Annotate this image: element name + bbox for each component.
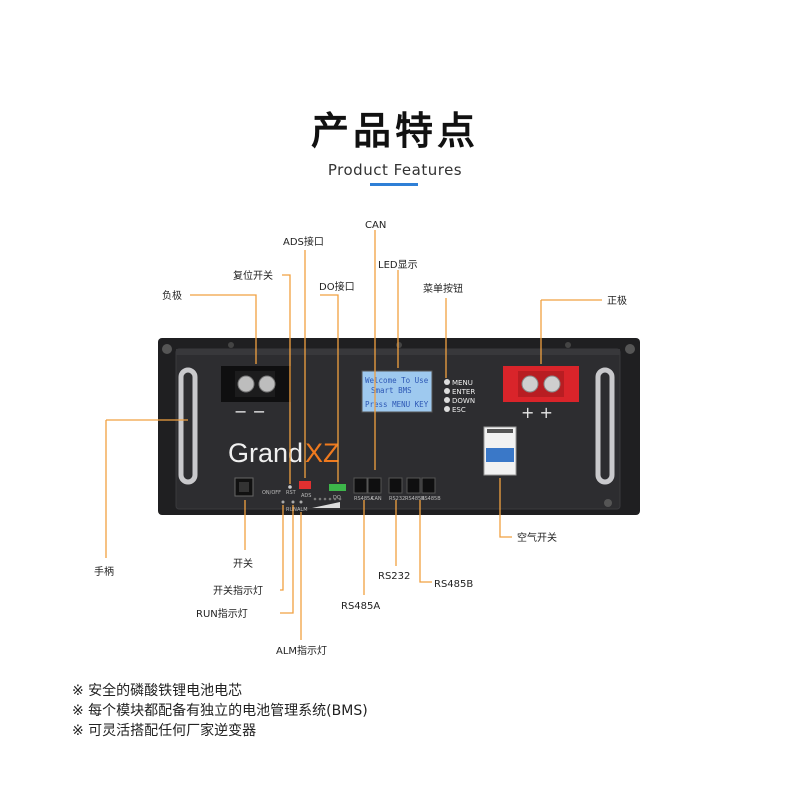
diagram-shape [318,497,322,501]
rs485a-port [353,477,368,494]
callout-breaker: 空气开关 [517,531,557,544]
lcd-line-1: Welcome To Use [365,376,429,385]
alm-label: ALM [297,507,308,513]
down-button-label: DOWN [452,397,475,405]
callout-negative: 负极 [162,289,182,302]
feature-item: ※ 可灵活搭配任何厂家逆变器 [72,723,257,739]
reset-button-icon [288,485,292,489]
bolt-icon [521,375,539,393]
menu-button-icon [444,379,450,385]
callout-lines [105,230,602,640]
run-led-icon [291,500,295,504]
rs485b-port-1 [406,477,421,494]
diagram-shape [338,497,342,501]
screw-icon [565,342,571,348]
brand-logo-part2: XZ [305,438,340,468]
diagram-shape [419,500,432,583]
callout-positive: 正极 [607,294,627,307]
diagram-shape [499,478,512,538]
rs232-port-label: RS232 [389,496,405,502]
callout-ads: ADS接口 [283,235,324,248]
callout-run-led: RUN指示灯 [196,607,248,620]
diagram-shape [282,274,291,484]
callout-menu: 菜单按钮 [423,282,463,295]
diagram-shape [320,294,339,482]
esc-button-label: ESC [452,406,466,414]
switch-led-icon [281,500,285,504]
feature-item: ※ 安全的磷酸铁锂电池电芯 [72,683,243,699]
callout-switch-led: 开关指示灯 [213,584,263,597]
ads-dip-switch [299,481,311,489]
enter-button-icon [444,388,450,394]
rs485b-port-2 [421,477,436,494]
page-title: 产品特点 [310,109,479,153]
rs485b-port-label-1: RS485B [405,496,425,502]
onoff-label: ON/OFF [262,490,281,496]
mount-hole-icon [625,344,635,354]
feature-list: ※ 安全的磷酸铁锂电池电芯 ※ 每个模块都配备有独立的电池管理系统(BMS) ※… [72,681,368,741]
brand-logo-part1: Grand [228,438,303,468]
menu-buttons: MENU ENTER DOWN ESC [444,379,475,414]
rs485a-port-label: RS485A [354,496,374,502]
negative-sign: − − [234,402,266,421]
callout-rs485a: RS485A [341,601,380,612]
lcd-screen [361,370,433,413]
diagram-shape [487,429,513,433]
ground-screw-icon [604,499,612,507]
screw-icon [228,342,234,348]
right-handle [595,367,615,485]
callout-rs485b: RS485B [434,579,473,590]
positive-sign: + + [521,403,553,422]
feature-item: ※ 每个模块都配备有独立的电池管理系统(BMS) [72,703,368,719]
page-subtitle: Product Features [327,161,463,179]
bolt-icon [258,375,276,393]
callout-led: LED显示 [378,259,418,271]
diagram-shape [313,497,317,501]
do-connector [329,484,346,491]
breaker-toggle [486,448,514,462]
can-port [367,477,382,494]
do-label: DO [333,495,341,501]
down-button-icon [444,397,450,403]
alm-led-icon [299,500,303,504]
diagram-shape [239,482,249,492]
menu-button-label: MENU [452,379,473,387]
callout-alm-led: ALM指示灯 [276,644,327,657]
diagram-shape [280,505,294,614]
battery-module: − − + + Welcome To Use Smart BMS Press M… [158,338,640,515]
screw-icon [396,342,402,348]
callout-rs232: RS232 [378,571,410,582]
esc-button-icon [444,406,450,412]
diagram-shape [323,497,327,501]
enter-button-label: ENTER [452,388,475,396]
callout-do: DO接口 [319,280,355,293]
diagram-shape [190,294,257,364]
callout-handle: 手柄 [94,565,114,578]
lcd-line-3: Press MENU KEY [365,400,429,409]
bolt-icon [237,375,255,393]
rst-label: RST [286,490,297,496]
title-underline [370,183,418,186]
left-handle [178,367,198,485]
rs232-port [388,477,403,494]
diagram-shape [280,505,284,591]
run-label: RUN [286,507,297,513]
lcd-line-2: Smart BMS [371,386,412,395]
indicator-leds [281,497,342,508]
bolt-icon [543,375,561,393]
callout-labels: CAN ADS接口 LED显示 复位开关 DO接口 菜单按钮 负极 正极 手柄 … [94,220,627,657]
callout-reset: 复位开关 [233,269,273,282]
can-port-label: CAN [371,496,382,502]
capacity-wedge-icon [312,502,340,508]
rs485b-port-label-2: RS485B [421,496,441,502]
callout-can: CAN [365,220,386,231]
mount-hole-icon [162,344,172,354]
diagram-shape [328,497,332,501]
diagram-shape [333,497,337,501]
callout-switch: 开关 [233,557,253,570]
ads-label: ADS [301,493,311,499]
